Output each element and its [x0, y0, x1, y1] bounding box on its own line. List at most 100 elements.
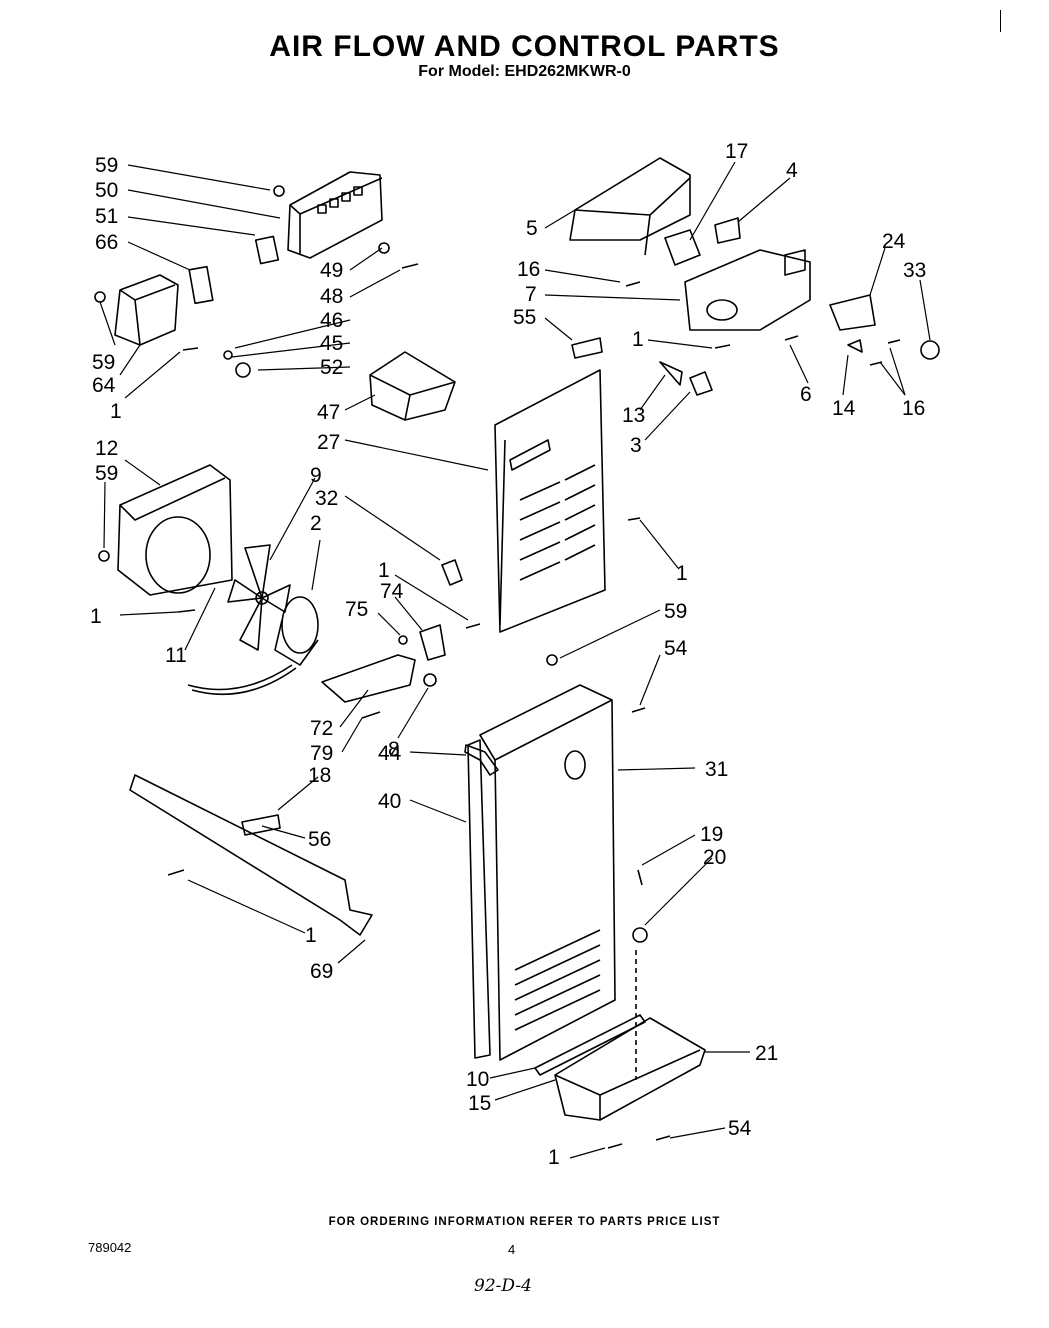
margin-mark [1000, 10, 1001, 32]
clip-55 [571, 337, 603, 359]
callout-label: 8 [388, 738, 400, 761]
duct-cover-5 [569, 157, 691, 256]
callout-label: 1 [548, 1146, 560, 1169]
thermostat-24 [829, 294, 876, 331]
page-title: AIR FLOW AND CONTROL PARTS [269, 30, 780, 63]
screw-54-b [655, 1135, 671, 1141]
knob-52 [235, 362, 251, 378]
callout-label: 1 [378, 559, 390, 582]
callout-label: 21 [755, 1042, 778, 1065]
grommet-20 [632, 927, 648, 943]
screw-59-top [273, 185, 285, 197]
callout-label: 3 [630, 434, 642, 457]
callout-label: 24 [882, 230, 906, 253]
screw-6 [784, 335, 799, 341]
callout-label: 1 [632, 328, 644, 351]
nut-75 [398, 635, 408, 645]
fan-shroud-12 [117, 464, 233, 596]
nut-45 [223, 350, 233, 360]
switch-51 [254, 235, 280, 265]
callout-label: 11 [165, 644, 187, 667]
bracket-32 [441, 559, 463, 586]
callout-label: 50 [95, 179, 118, 202]
callout-label: 40 [378, 790, 401, 813]
callout-label: 59 [664, 600, 687, 623]
callout-label: 20 [703, 846, 726, 869]
callout-label: 10 [466, 1068, 489, 1091]
evaporator-fan-motor-2 [187, 596, 319, 696]
callout-label: 31 [705, 758, 728, 781]
screw-1-panel [627, 517, 641, 521]
document-number: 789042 [88, 1240, 132, 1255]
callout-label: 54 [728, 1117, 752, 1140]
callout-label: 44 [378, 742, 402, 765]
callout-label: 9 [310, 464, 322, 487]
callout-label: 1 [676, 562, 688, 585]
callout-label: 55 [513, 306, 536, 329]
callout-label: 79 [310, 742, 333, 765]
screw-1-bottom [607, 1143, 623, 1149]
light-bulb-13 [659, 361, 683, 386]
callout-label: 1 [90, 605, 102, 628]
screw-59-left [94, 291, 106, 303]
socket-3 [689, 371, 713, 396]
callout-label: 2 [310, 512, 322, 535]
side-seal-40 [467, 739, 491, 1059]
callout-label: 17 [725, 140, 748, 163]
callout-label: 32 [315, 487, 338, 510]
clip-56 [241, 814, 281, 836]
switch-4 [714, 217, 741, 244]
air-duct-31 [479, 684, 616, 1061]
screw-16-a [625, 281, 641, 287]
page-number: 4 [508, 1242, 516, 1257]
callout-label: 48 [320, 285, 343, 308]
screw-1-a [182, 347, 199, 351]
grommet-8 [423, 673, 437, 687]
screw-1-c [465, 623, 481, 629]
control-housing [287, 171, 383, 259]
trim-strip-69 [129, 774, 373, 936]
bracket-74 [419, 624, 446, 661]
part-drawings [94, 157, 940, 1149]
fan-housing-64 [114, 274, 179, 346]
motor-bracket-72 [321, 654, 416, 703]
fan-blade-9 [227, 544, 291, 651]
callout-label: 1 [305, 924, 317, 947]
callout-label: 59 [92, 351, 115, 374]
screw-1-strip [167, 869, 185, 876]
model-subtitle: For Model: EHD262MKWR-0 [418, 63, 631, 80]
callout-label: 56 [308, 828, 331, 851]
screw-49 [378, 242, 390, 254]
callout-label: 47 [317, 401, 340, 424]
callout-label: 27 [317, 431, 340, 454]
callout-label: 15 [468, 1092, 491, 1115]
callout-label: 59 [95, 154, 118, 177]
callout-label: 64 [92, 374, 116, 397]
callout-label: 18 [308, 764, 331, 787]
strip-10 [534, 1014, 646, 1076]
callout-label: 7 [525, 283, 537, 306]
callout-labels: 59 50 51 66 49 48 46 45 52 59 64 1 47 27… [90, 140, 926, 1169]
callout-label: 14 [832, 397, 856, 420]
drain-trough-21 [554, 1017, 706, 1121]
callout-label: 13 [622, 404, 645, 427]
sensor-14 [847, 339, 863, 353]
callout-label: 16 [517, 258, 540, 281]
screw-19 [637, 869, 643, 886]
callout-label: 16 [902, 397, 925, 420]
damper-17 [664, 229, 701, 266]
callout-label: 52 [320, 356, 343, 379]
control-plate-7 [684, 249, 811, 331]
callout-label: 72 [310, 717, 333, 740]
screw-1-shroud [177, 609, 196, 613]
callout-label: 66 [95, 231, 118, 254]
screw-1-plate [714, 344, 731, 349]
bezel-66 [188, 265, 214, 305]
screws-16-b [869, 339, 901, 366]
air-duct-47 [369, 351, 456, 421]
screw-79 [361, 711, 381, 719]
callout-label: 46 [320, 309, 343, 332]
callout-label: 6 [800, 383, 812, 406]
callout-label: 19 [700, 823, 723, 846]
